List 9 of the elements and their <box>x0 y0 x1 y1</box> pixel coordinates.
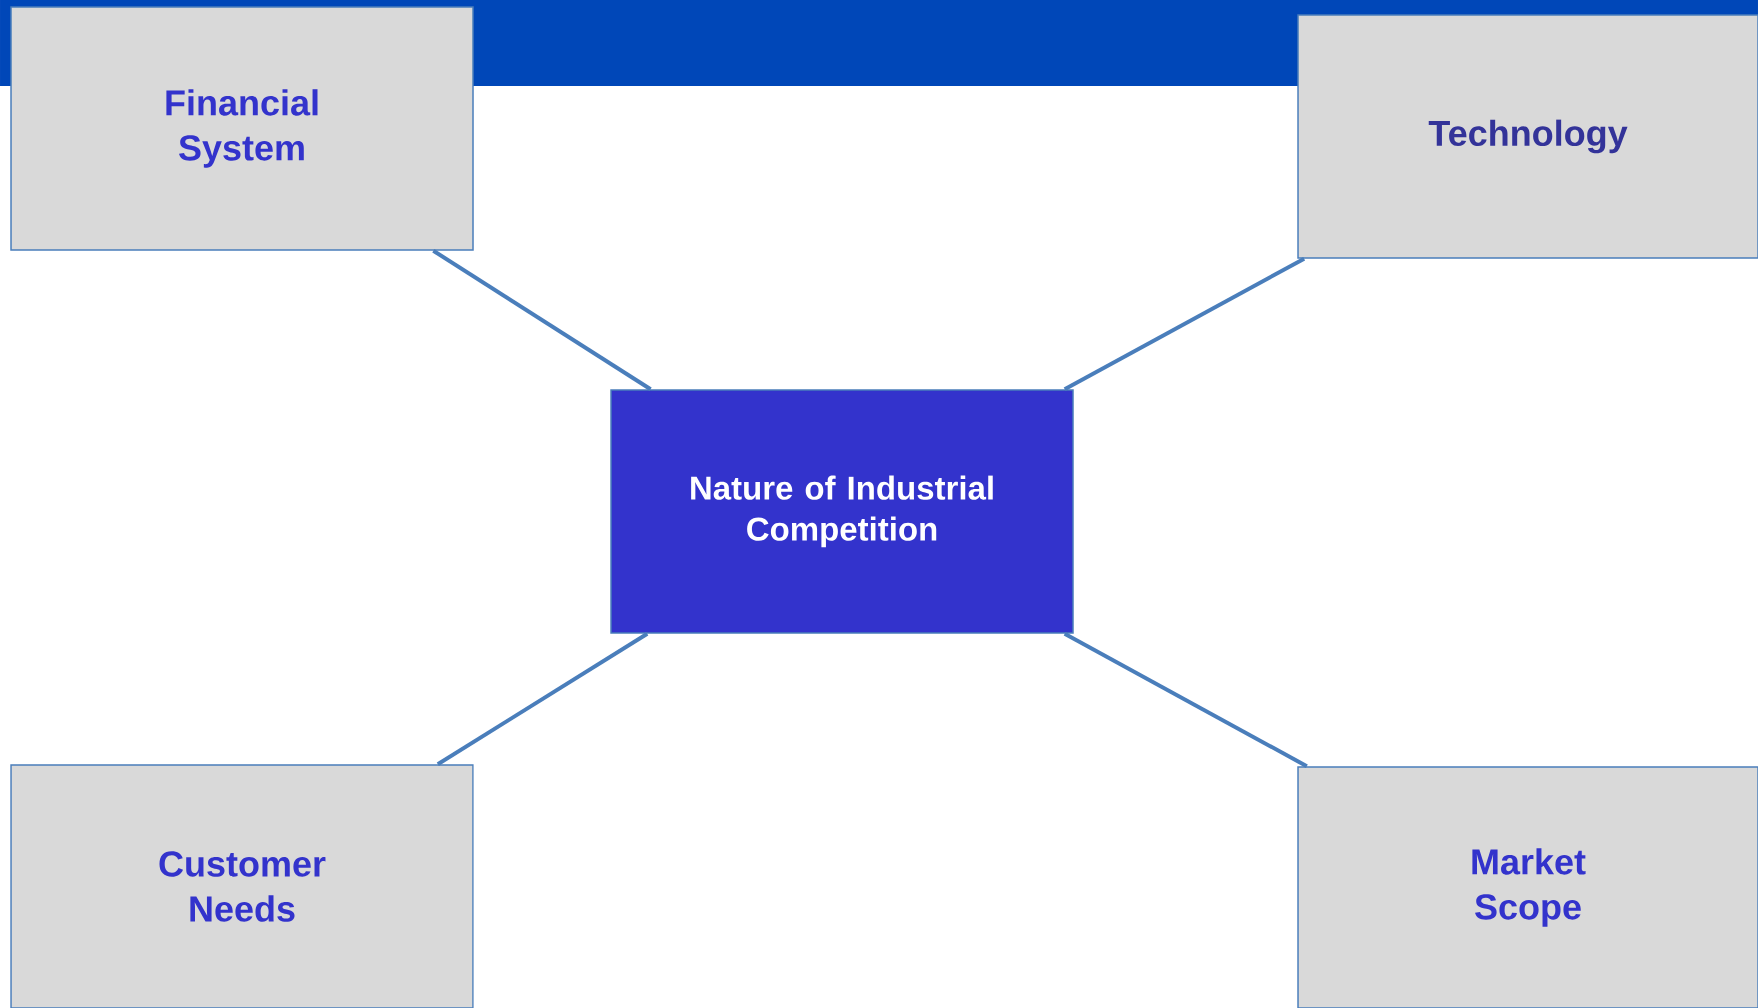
central-box: Nature of Industrial Competition <box>610 389 1074 634</box>
connector-line <box>432 249 652 391</box>
connector-line <box>436 632 649 766</box>
factor-box: Financial System <box>10 6 474 251</box>
factor-box: Customer Needs <box>10 764 474 1008</box>
connector-line <box>1063 632 1308 768</box>
factor-box: Technology <box>1297 14 1758 259</box>
connector-line <box>1063 256 1306 391</box>
factor-box: Market Scope <box>1297 766 1758 1008</box>
